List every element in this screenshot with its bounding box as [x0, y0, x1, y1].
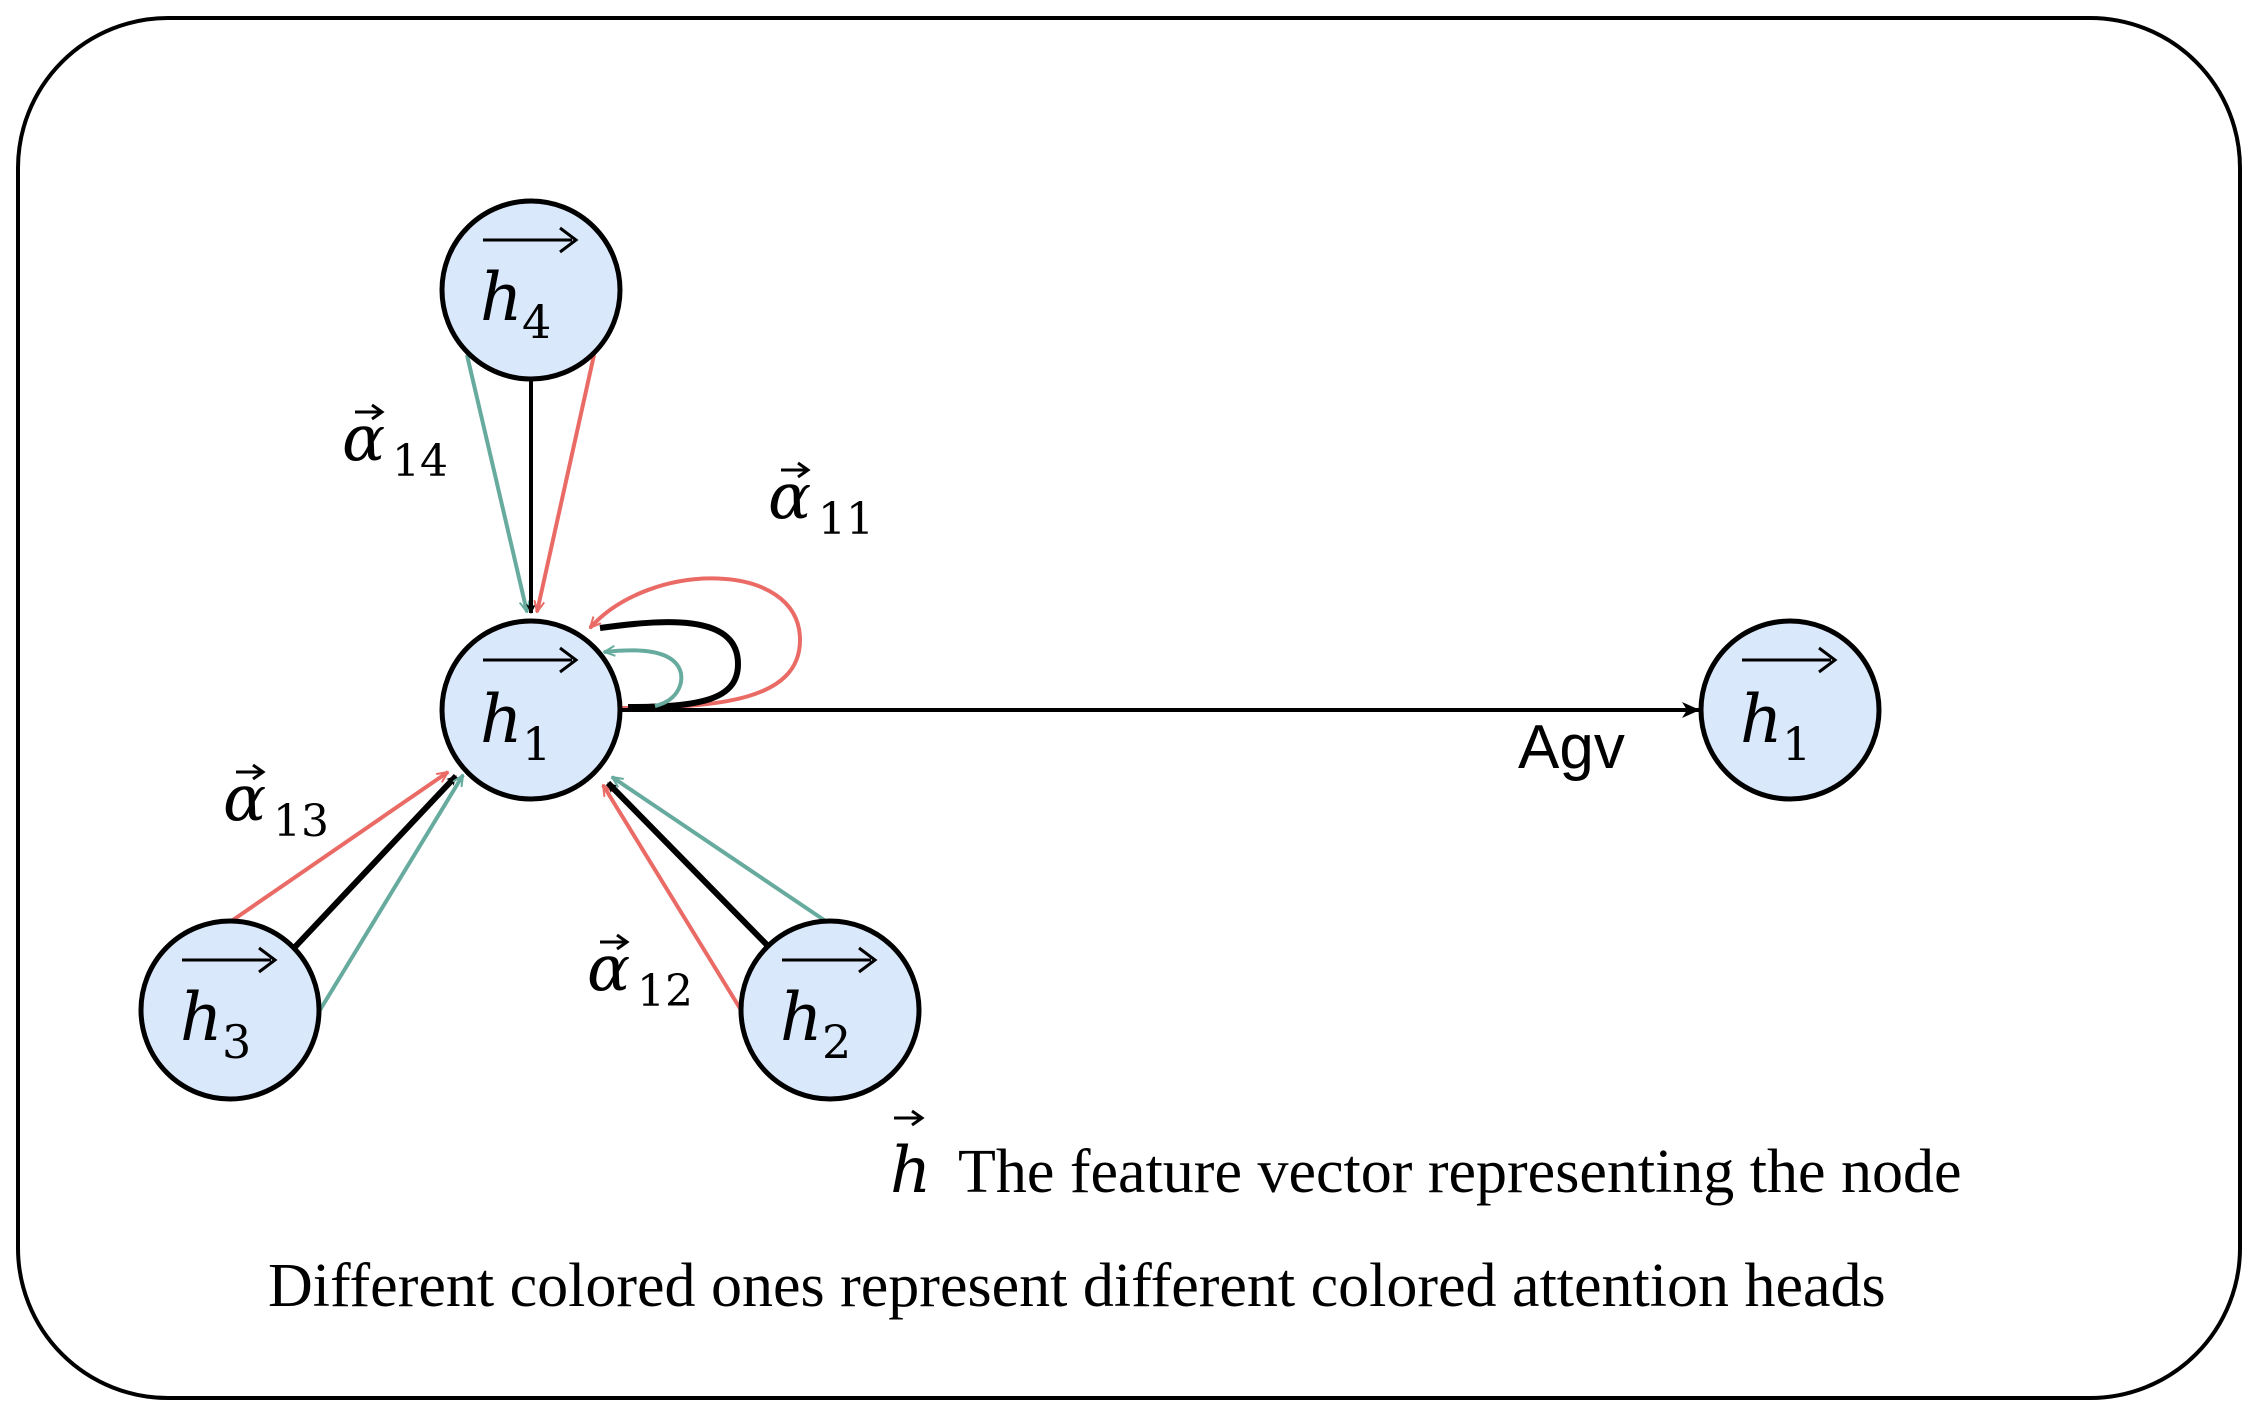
node-h1-output-base: h	[1740, 681, 1783, 758]
edge-h3-h1-red	[228, 770, 448, 924]
legend-symbol: h	[890, 1134, 931, 1208]
node-h3-base: h	[180, 979, 223, 1056]
node-h1: h 1	[439, 618, 623, 802]
node-h3: h 3	[138, 918, 322, 1102]
edge-h3-h1-teal	[318, 775, 465, 1012]
label-alpha-12: α 12	[587, 932, 693, 1017]
edge-h4-h1-teal	[465, 354, 527, 612]
self-loop-black	[599, 619, 742, 710]
edge-h3-h1-black	[292, 773, 459, 950]
label-alpha-11-sub: 11	[818, 494, 874, 545]
edges-h3-h1	[228, 770, 465, 1012]
self-loop-red	[590, 576, 803, 710]
label-alpha-12-sub: 12	[637, 966, 693, 1017]
aggregate-label: Agv	[1518, 713, 1625, 782]
node-h4: h 4	[439, 198, 623, 382]
node-h1-base: h	[480, 681, 523, 758]
node-h1-output: h 1	[1698, 618, 1882, 802]
label-alpha-12-base: α	[587, 932, 630, 1006]
edges-h4-h1	[465, 354, 596, 613]
label-alpha-13-sub: 13	[273, 796, 329, 847]
node-h2-base: h	[780, 979, 823, 1056]
edge-h2-h1-red	[601, 785, 743, 1012]
legend-line-1: The feature vector representing the node	[958, 1138, 1962, 1206]
label-alpha-13-base: α	[223, 762, 266, 836]
node-h1-output-sub: 1	[1782, 717, 1811, 771]
node-h2: h 2	[738, 918, 922, 1102]
node-h2-sub: 2	[822, 1015, 851, 1069]
self-loop-teal	[604, 650, 684, 708]
label-alpha-11: α 11	[768, 460, 874, 545]
legend: h The feature vector representing the no…	[268, 1109, 1962, 1320]
label-alpha-14-base: α	[342, 402, 385, 476]
label-alpha-14: α 14	[342, 402, 448, 487]
edge-h2-h1-teal	[612, 775, 829, 924]
node-h4-base: h	[480, 259, 523, 336]
edge-h4-h1-red	[537, 354, 596, 612]
edge-h2-h1-black	[605, 780, 773, 951]
label-alpha-13: α 13	[223, 762, 329, 847]
node-h3-sub: 3	[222, 1015, 251, 1069]
outer-frame	[16, 16, 2242, 1400]
self-loops-h1	[590, 576, 803, 710]
node-h4-sub: 4	[522, 295, 551, 349]
legend-line-2: Different colored ones represent differe…	[268, 1252, 1886, 1320]
node-h1-sub: 1	[522, 717, 551, 771]
edges-h2-h1	[601, 775, 829, 1012]
label-alpha-14-sub: 14	[392, 436, 448, 487]
label-alpha-11-base: α	[768, 460, 811, 534]
